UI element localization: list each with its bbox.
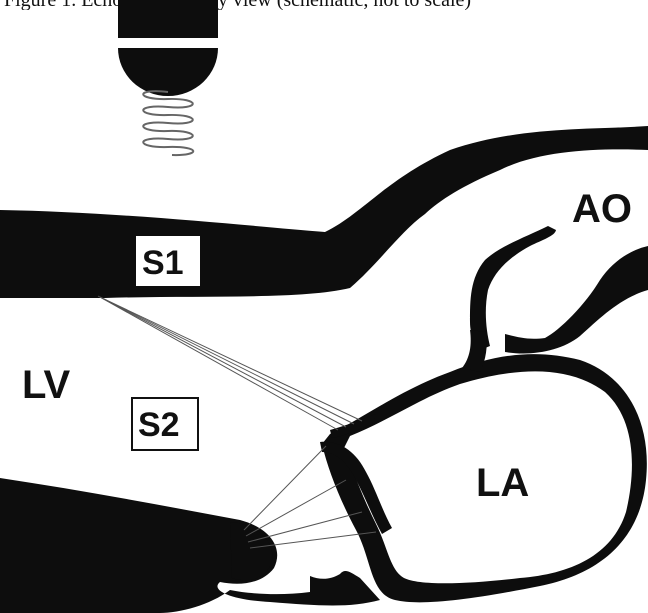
ventricular-septum-wall (0, 126, 648, 298)
s2-label: S2 (138, 406, 180, 444)
aortic-posterior-wall (505, 246, 648, 354)
probe-handle (118, 0, 218, 38)
s2-box: S2 (131, 397, 199, 451)
probe-head (118, 48, 218, 96)
ultrasound-probe-icon (118, 0, 218, 96)
s1-box-frame (136, 236, 200, 286)
la-label: LA (476, 461, 529, 505)
figure-caption: Figure 1. Echocardiography view (schemat… (4, 0, 644, 10)
posterior-wall (0, 478, 380, 613)
aortic-mitral-continuity (462, 330, 487, 372)
chordae-tendineae-upper (97, 295, 363, 431)
ao-label: AO (572, 187, 632, 231)
mitral-anterior-leaflet (330, 414, 376, 438)
chordae-tendineae-lower (243, 445, 377, 549)
mitral-posterior-leaflet (320, 441, 392, 534)
s2-box-frame (131, 397, 199, 451)
s1-box: S1 (136, 236, 200, 286)
s1-label: S1 (142, 244, 184, 282)
papillary-muscle (230, 522, 273, 581)
lv-label: LV (22, 363, 70, 407)
aortic-valve-cusp (470, 226, 556, 350)
ultrasound-wave-icon (142, 90, 195, 157)
